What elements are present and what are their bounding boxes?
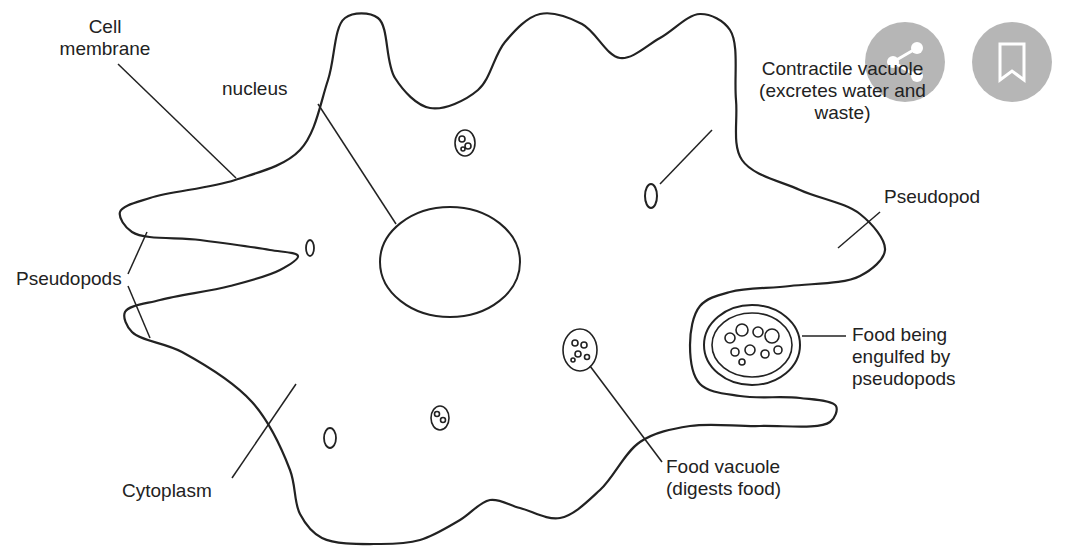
bookmark-icon xyxy=(972,22,1052,102)
part-label: Pseudopods xyxy=(16,268,136,290)
contractile-vacuole xyxy=(645,184,657,208)
part-label: Food being engulfed by pseudopods xyxy=(852,324,1012,390)
nucleus-shape xyxy=(380,207,520,317)
small-vacuole xyxy=(324,428,336,448)
leader-lines xyxy=(118,64,880,478)
engulfed-food xyxy=(704,305,800,385)
part-label: Cytoplasm xyxy=(122,480,262,502)
food-vacuole xyxy=(563,329,597,371)
part-label: Contractile vacuole (excretes water and … xyxy=(740,58,945,124)
part-label: nucleus xyxy=(222,78,332,100)
food-vacuole xyxy=(455,130,475,156)
part-label: Food vacuole (digests food) xyxy=(666,456,836,500)
part-label: Pseudopod xyxy=(884,186,1034,208)
part-label: Cell membrane xyxy=(50,16,160,60)
food-vacuole xyxy=(431,406,449,430)
small-vacuole xyxy=(306,240,314,256)
